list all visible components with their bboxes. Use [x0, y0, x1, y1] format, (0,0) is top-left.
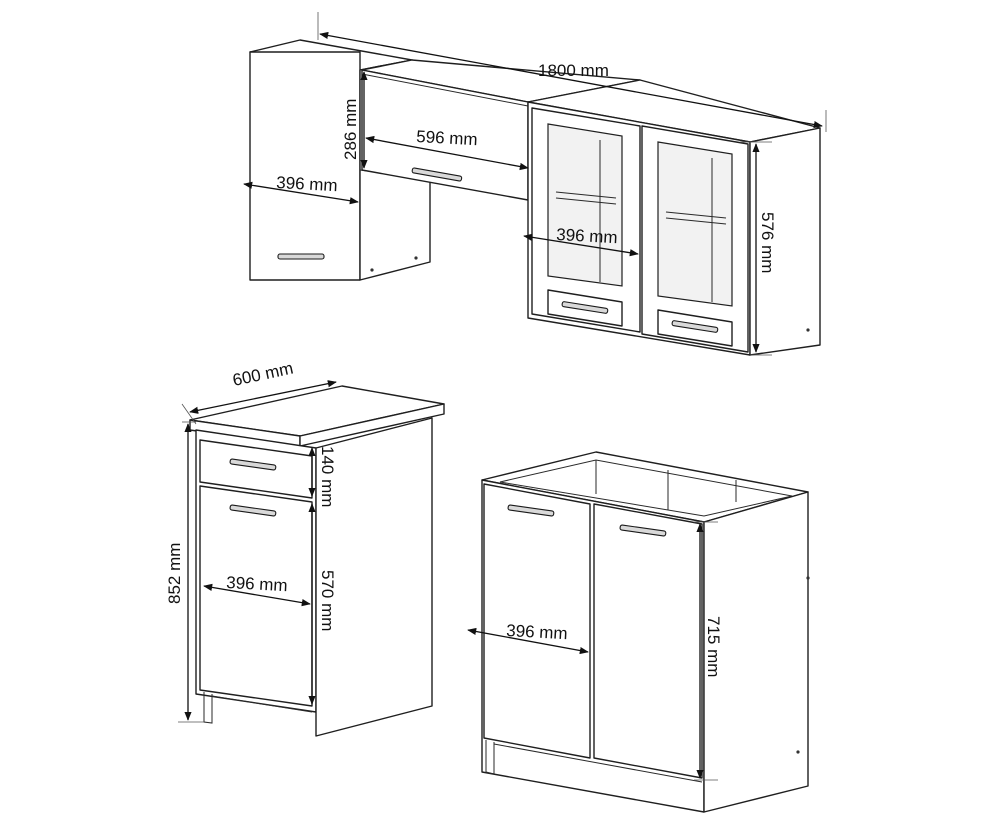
dim-label-576: 576 mm [758, 212, 777, 273]
dim-sink-height: 715 mm [694, 521, 723, 781]
sink-right-handle [619, 524, 667, 537]
dim-label-396-base: 396 mm [226, 573, 288, 595]
dim-label-1800: 1800 mm [538, 61, 609, 80]
sink-base-cabinet [481, 451, 810, 813]
dim-wall-glass-height: 576 mm [740, 141, 777, 356]
drawer-handle [229, 458, 277, 471]
dim-label-596: 596 mm [416, 127, 478, 149]
dim-label-570: 570 mm [318, 570, 337, 631]
dim-sink-door-width: 396 mm [467, 621, 589, 655]
dim-wall-left-width: 396 mm [243, 173, 359, 205]
dim-label-286: 286 mm [341, 99, 360, 160]
wall-left-handle [277, 253, 325, 260]
base-drawer-cabinet [189, 385, 445, 737]
door-handle-base [229, 504, 277, 517]
dim-wall-flap-height: 286 mm [341, 71, 368, 169]
dim-base-drawer-height: 140 mm [308, 446, 337, 507]
dim-wall-flap-width: 596 mm [365, 127, 529, 171]
dim-label-396-glass: 396 mm [556, 225, 618, 247]
glass-right-handle [671, 320, 719, 333]
dim-label-600: 600 mm [231, 359, 295, 390]
dim-label-140: 140 mm [318, 446, 337, 507]
dim-wall-total-width: 1800 mm [317, 12, 827, 132]
dim-label-715: 715 mm [704, 616, 723, 677]
dim-label-396-sink: 396 mm [506, 621, 568, 643]
glass-left-handle [561, 301, 609, 314]
dim-wall-glass-width: 396 mm [523, 225, 639, 257]
dim-label-852: 852 mm [165, 543, 184, 604]
sink-left-handle [507, 504, 555, 517]
wall-flap-handle [411, 167, 463, 182]
dim-label-396-wall-left: 396 mm [276, 173, 338, 195]
dim-base-total-height: 852 mm [165, 421, 204, 723]
dim-base-width: 396 mm [203, 573, 311, 607]
dim-base-door-height: 570 mm [308, 503, 337, 705]
